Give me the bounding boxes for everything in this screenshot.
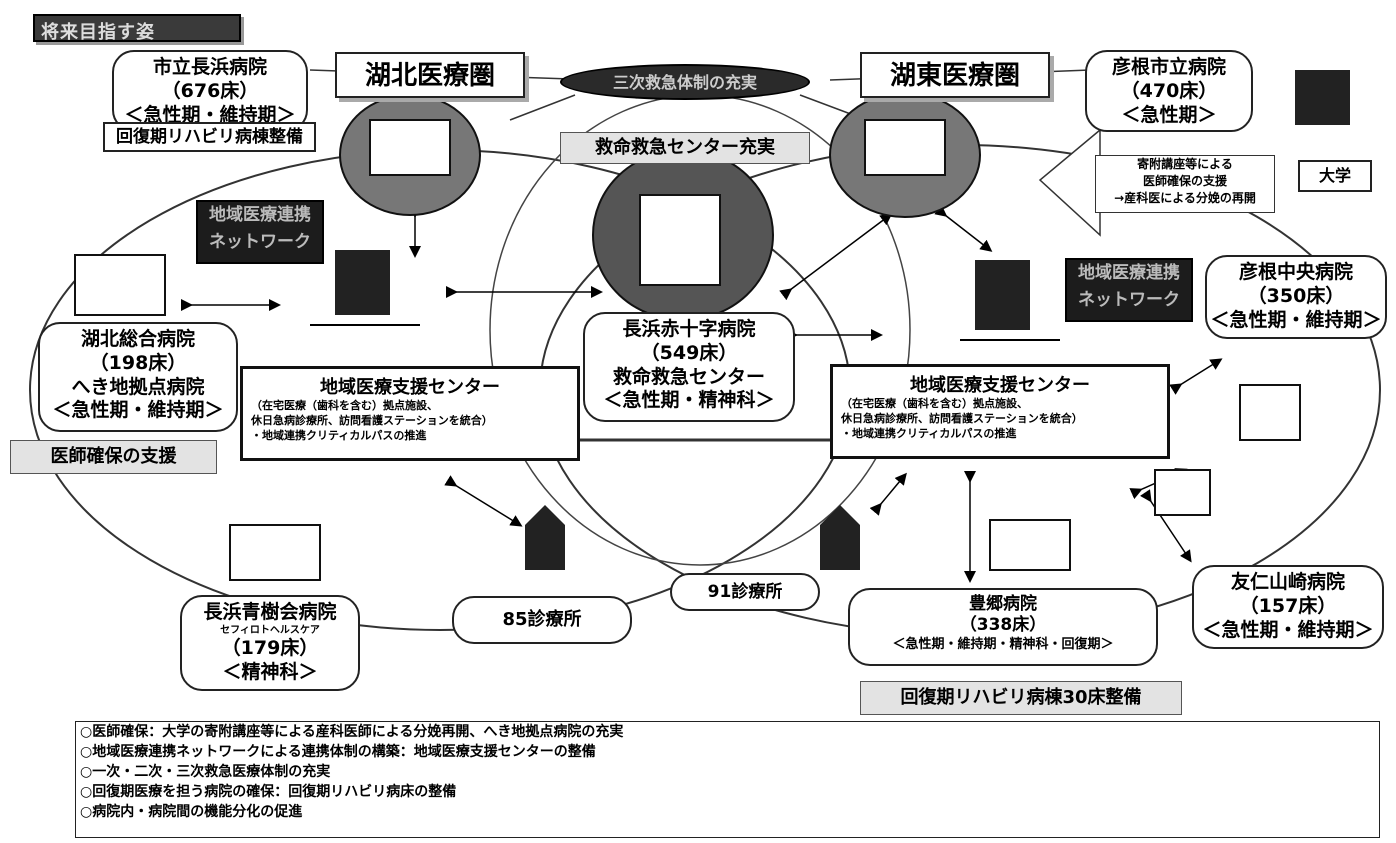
callout-nagahama-city: 市立長浜病院 （676床） ＜急性期・維持期＞ — [112, 50, 308, 132]
note-line: ○一次・二次・三次救急医療体制の充実 — [80, 764, 331, 780]
note-line: ○医師確保：大学の寄附講座等による産科医師による分娩再開、へき地拠点病院の充実 — [80, 724, 624, 740]
doctor-support-label: 医師確保の支援 — [10, 440, 217, 474]
support-center-koto: 地域医療支援センター （在宅医療（歯科を含む）拠点施設、 休日急病診療所、訪問看… — [830, 364, 1170, 459]
region-label-koto: 湖東医療圏 — [860, 52, 1050, 98]
emergency-center-label: 救命救急センター充実 — [560, 132, 810, 164]
callout-seiju: 長浜青樹会病院 セフィロトヘルスケア （179床） ＜精神科＞ — [180, 595, 360, 691]
callout-clinics-85: 85診療所 — [452, 596, 632, 644]
note-line: ○回復期医療を担う病院の確保：回復期リハビリ病床の整備 — [80, 784, 457, 800]
rehab-ward-label: 回復期リハビリ病棟整備 — [103, 122, 316, 152]
callout-red-cross: 長浜赤十字病院 （549床） 救命救急センター ＜急性期・精神科＞ — [583, 312, 795, 422]
support-center-kohoku: 地域医療支援センター （在宅医療（歯科を含む）拠点施設、 休日急病診療所、訪問看… — [240, 366, 580, 461]
university-support-note: 寄附講座等による 医師確保の支援 →産科医による分娩の再開 — [1095, 155, 1275, 213]
region-label-kohoku: 湖北医療圏 — [335, 52, 525, 98]
note-line: ○地域医療連携ネットワークによる連携体制の構築：地域医療支援センターの整備 — [80, 744, 596, 760]
callout-hikone-city: 彦根市立病院 （470床） ＜急性期＞ — [1085, 50, 1253, 132]
callout-toyosato: 豊郷病院 （338床） ＜急性期・維持期・精神科・回復期＞ — [848, 588, 1158, 666]
page-title: 将来目指す姿 — [33, 14, 241, 43]
note-line: ○病院内・病院間の機能分化の促進 — [80, 804, 303, 820]
network-box-koto: 地域医療連携 ネットワーク — [1065, 258, 1193, 322]
callout-clinics-91: 91診療所 — [670, 573, 820, 611]
network-box-kohoku: 地域医療連携 ネットワーク — [196, 200, 324, 264]
callout-yujin: 友仁山崎病院 （157床） ＜急性期・維持期＞ — [1192, 565, 1384, 649]
emergency-system-oval: 三次救急体制の充実 — [560, 64, 810, 100]
summary-notes: ○医師確保：大学の寄附講座等による産科医師による分娩再開、へき地拠点病院の充実 … — [75, 721, 1380, 838]
university-label: 大学 — [1298, 160, 1372, 192]
rehab-30-label: 回復期リハビリ病棟30床整備 — [860, 681, 1182, 715]
callout-kohoku: 湖北総合病院 （198床） へき地拠点病院 ＜急性期・維持期＞ — [38, 322, 238, 432]
callout-hikone-central: 彦根中央病院 （350床） ＜急性期・維持期＞ — [1205, 255, 1387, 339]
